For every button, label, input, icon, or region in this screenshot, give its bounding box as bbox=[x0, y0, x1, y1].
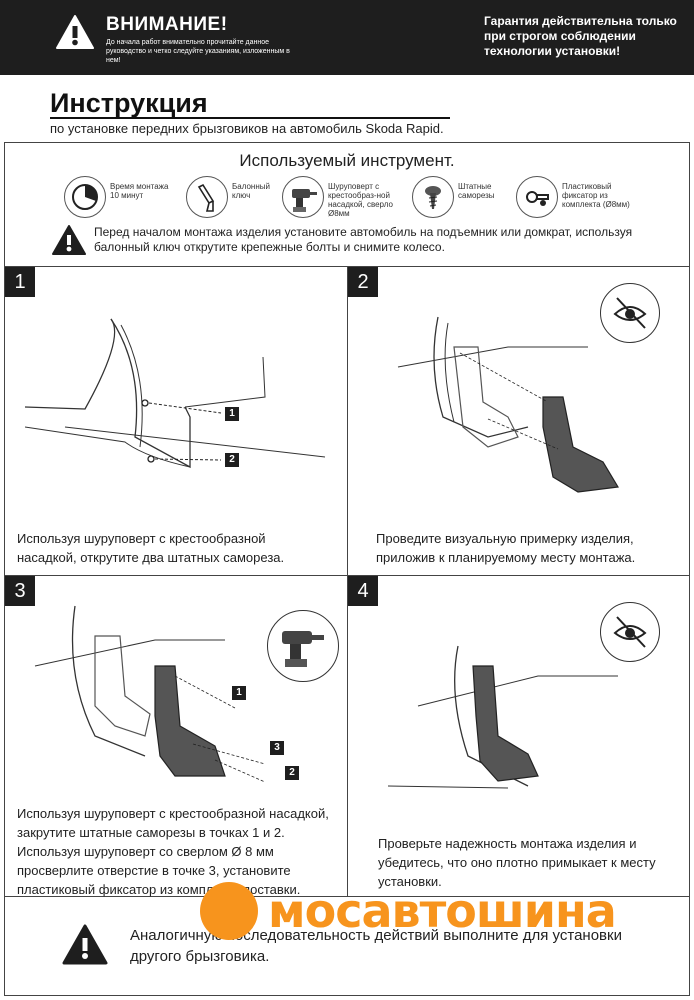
callout-2: 2 bbox=[225, 453, 239, 467]
final-note: Аналогичную последовательность действий … bbox=[130, 927, 622, 965]
warning-text: До начала работ внимательно прочитайте д… bbox=[106, 39, 290, 64]
callout-1: 1 bbox=[232, 686, 246, 700]
step-1-panel: 1 1 2 Используя шуруповерт с крестообраз… bbox=[4, 266, 348, 576]
screw-icon bbox=[412, 176, 454, 218]
page-title: Инструкция bbox=[50, 88, 208, 118]
step-4-panel: 4 Проверьте надежность монтажа изделия и… bbox=[347, 575, 690, 897]
step-3-illustration bbox=[34, 605, 266, 783]
warning-icon bbox=[62, 924, 108, 965]
step-2-text: Проведите визуальную примерку изделия, п… bbox=[376, 531, 636, 565]
warning-title: ВНИМАНИЕ! bbox=[106, 14, 228, 35]
brand-watermark: мосавтошина bbox=[268, 884, 617, 938]
guarantee-text: Гарантия действительна только при строго… bbox=[484, 14, 677, 58]
tool-label: Пластиковый фиксатор из комплекта (Ø8мм) bbox=[562, 182, 630, 209]
pre-install-note: Перед началом монтажа изделия установите… bbox=[94, 225, 633, 254]
wrench-icon bbox=[186, 176, 228, 218]
clock-icon bbox=[64, 176, 106, 218]
warning-icon bbox=[52, 225, 86, 255]
callout-3: 3 bbox=[270, 741, 284, 755]
tool-label: Балонный ключ bbox=[232, 182, 270, 200]
step-number: 1 bbox=[5, 267, 35, 297]
step-number: 2 bbox=[348, 267, 378, 297]
eye-check-icon bbox=[600, 283, 660, 343]
step-4-text: Проверьте надежность монтажа изделия и у… bbox=[378, 836, 656, 889]
step-number: 4 bbox=[348, 576, 378, 606]
tool-label: Время монтажа 10 минут bbox=[110, 182, 169, 200]
page-subtitle: по установке передних брызговиков на авт… bbox=[50, 121, 444, 136]
step-1-illustration bbox=[25, 318, 326, 469]
callout-2: 2 bbox=[285, 766, 299, 780]
drill-icon bbox=[267, 610, 339, 682]
step-3-panel: 3 1 3 2 Используя шуруповерт с крестообр… bbox=[4, 575, 348, 897]
tool-label: Штатные саморезы bbox=[458, 182, 495, 200]
warning-banner: ВНИМАНИЕ! До начала работ внимательно пр… bbox=[0, 0, 694, 75]
step-1-text: Используя шуруповерт с крестообразной на… bbox=[17, 531, 285, 565]
tools-heading: Используемый инструмент. bbox=[239, 151, 455, 170]
step-2-illustration bbox=[397, 316, 619, 493]
title-underline bbox=[50, 117, 450, 119]
clip-icon bbox=[516, 176, 558, 218]
tool-label: Шуруповерт с крестообраз-ной насадкой, с… bbox=[328, 182, 393, 218]
step-2-panel: 2 Проведите визуальную примерку изделия,… bbox=[347, 266, 690, 576]
step-number: 3 bbox=[5, 576, 35, 606]
warning-icon bbox=[56, 15, 94, 49]
eye-check-icon bbox=[600, 602, 660, 662]
drill-icon bbox=[282, 176, 324, 218]
callout-1: 1 bbox=[225, 407, 239, 421]
brand-logo-icon bbox=[200, 882, 258, 940]
step-4-illustration bbox=[388, 645, 618, 789]
